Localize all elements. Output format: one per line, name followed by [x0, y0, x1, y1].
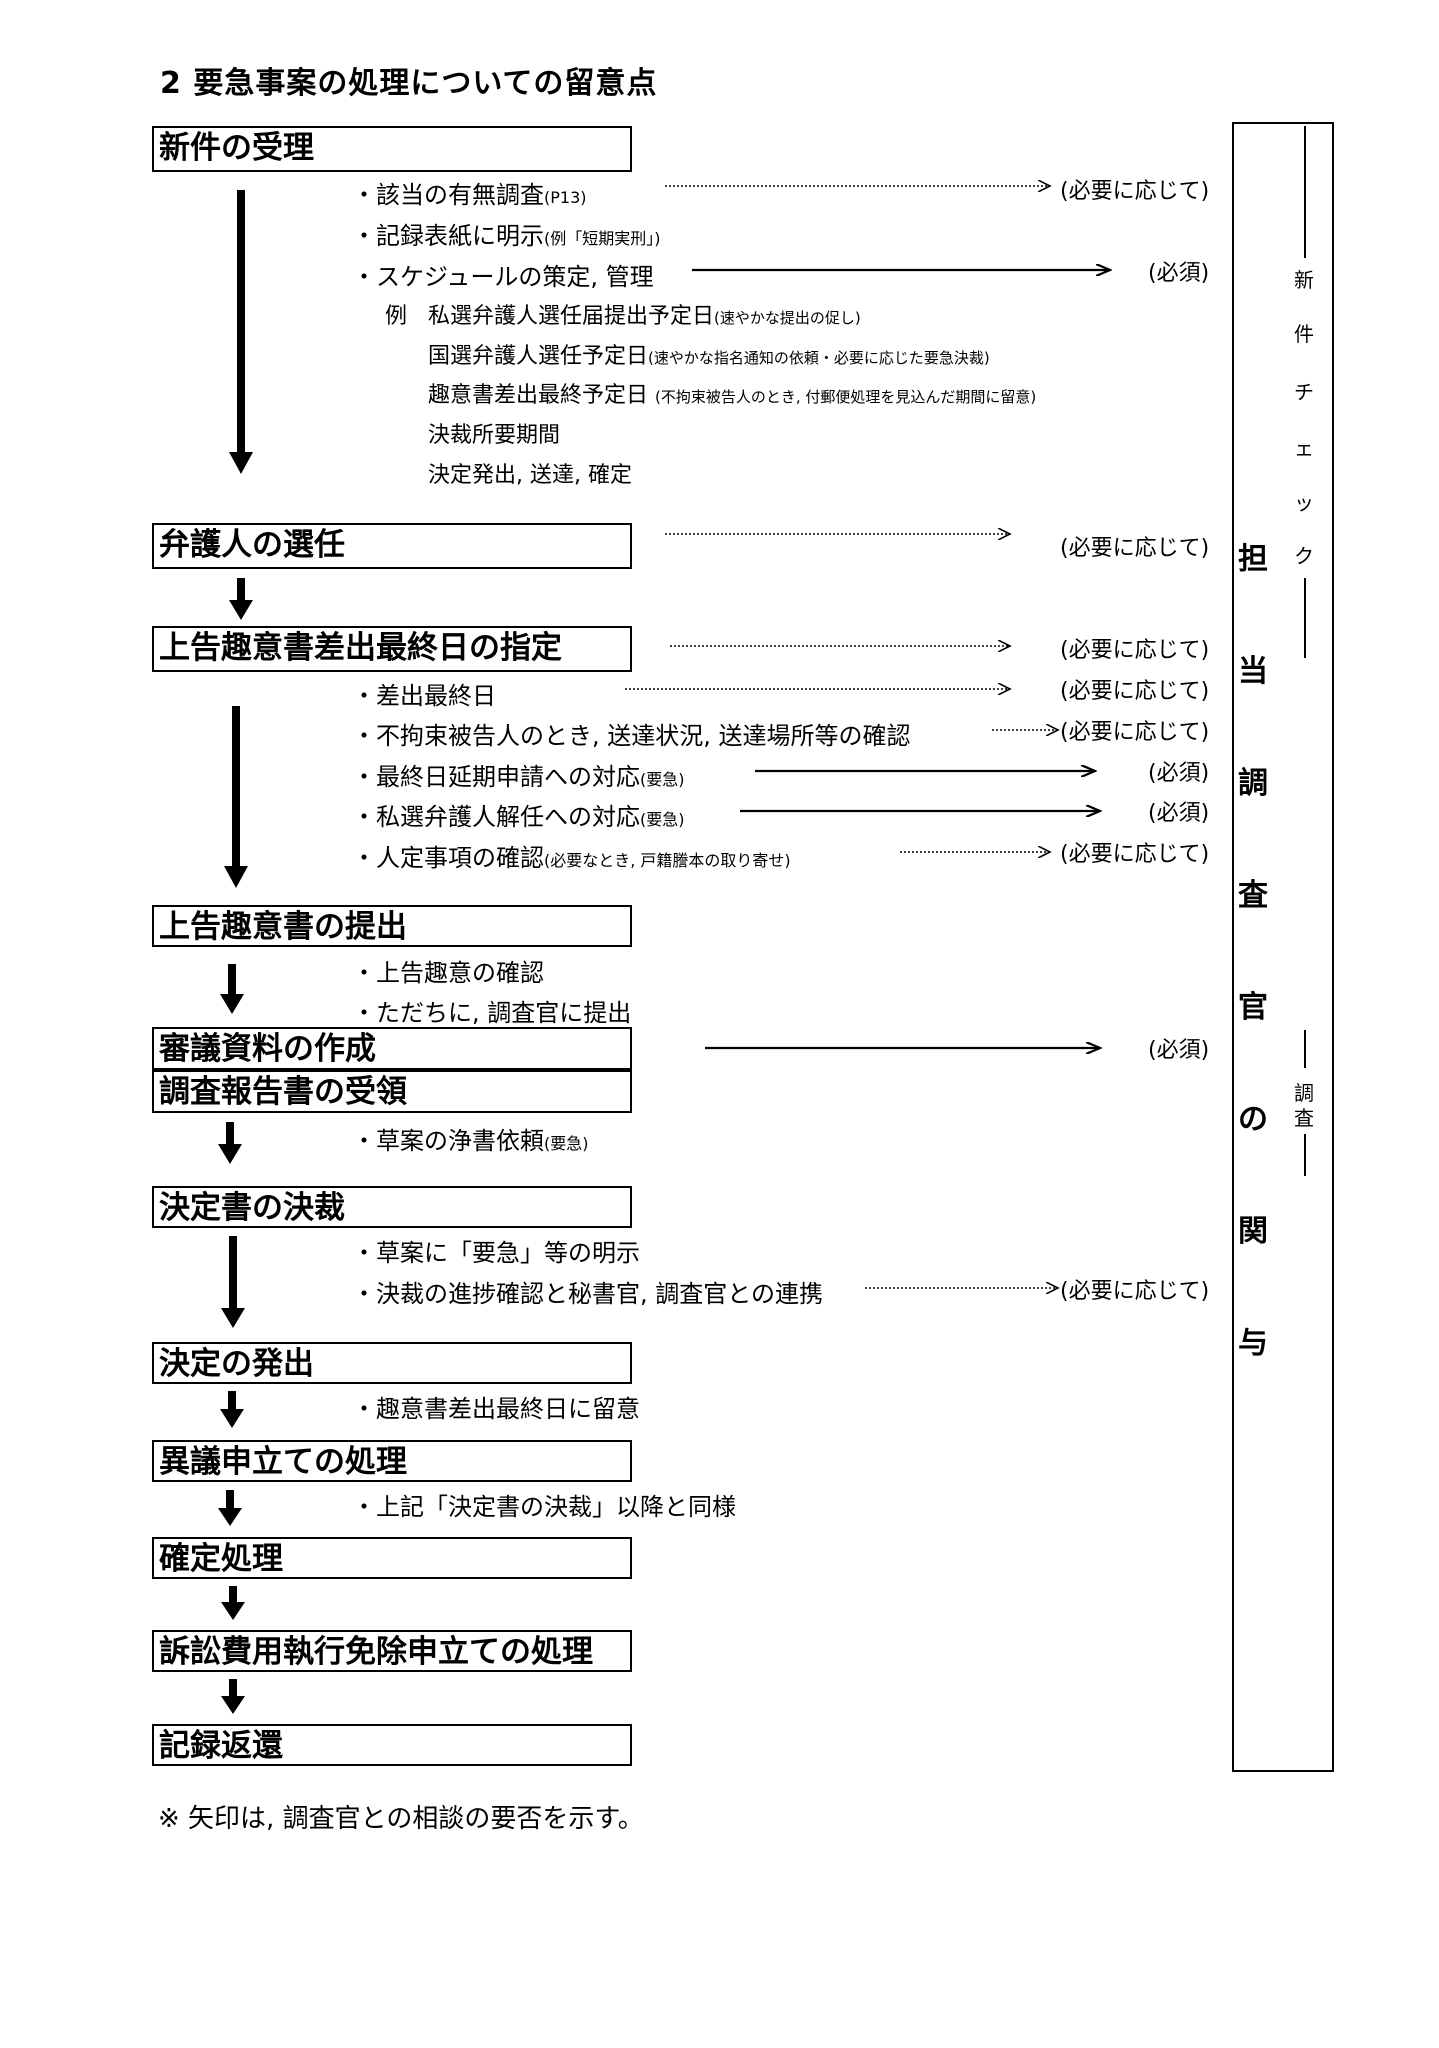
item-schedule-management: ・スケジュールの策定, 管理 — [352, 263, 654, 291]
note-as-needed-1: (必要に応じて) — [1060, 179, 1210, 204]
panel-main-char: 担 — [1238, 542, 1268, 577]
flow-arrowhead-9 — [221, 1602, 245, 1620]
step-objection-handling: 異議申立ての処理 — [152, 1440, 632, 1482]
flow-arrowhead-8 — [218, 1508, 242, 1526]
flow-arrowhead-7 — [220, 1409, 244, 1428]
flow-arrowhead-1 — [229, 452, 253, 474]
panel-main-char: 官 — [1238, 990, 1268, 1025]
panel-main-char: 与 — [1238, 1326, 1268, 1361]
panel-check-char: 新 — [1294, 268, 1314, 292]
flow-arrowhead-3 — [224, 866, 248, 888]
panel-check-char: ク — [1294, 544, 1314, 568]
item-urgent-marking: ・草案に「要急」等の明示 — [352, 1239, 640, 1267]
step-cost-exemption: 訴訟費用執行免除申立ての処理 — [152, 1630, 632, 1672]
item-brief-confirmation: ・上告趣意の確認 — [352, 959, 544, 987]
panel-survey-char: 調 — [1294, 1081, 1314, 1105]
examiner-involvement-panel — [1232, 122, 1334, 1772]
example-private-counsel: 私選弁護人選任届提出予定日(速やかな提出の促し) — [428, 304, 861, 329]
item-identity-check: ・人定事項の確認(必要なとき, 戸籍謄本の取り寄せ) — [352, 844, 791, 872]
item-deadline-attention: ・趣意書差出最終日に留意 — [352, 1395, 640, 1423]
step-brief-submission: 上告趣意書の提出 — [152, 905, 632, 947]
item-progress-coordination: ・決裁の進捗確認と秘書官, 調査官との連携 — [352, 1280, 824, 1308]
flow-arrowhead-6 — [221, 1308, 245, 1328]
panel-main-char: 当 — [1238, 654, 1268, 689]
example-label: 例 — [385, 304, 408, 329]
note-as-needed-3: (必要に応じて) — [1060, 638, 1210, 663]
item-counsel-dismissal: ・私選弁護人解任への対応(要急) — [352, 803, 685, 831]
step-finalization: 確定処理 — [152, 1537, 632, 1579]
item-service-status: ・不拘束被告人のとき, 送達状況, 送達場所等の確認 — [352, 722, 911, 750]
item-submit-to-examiner: ・ただちに, 調査官に提出 — [352, 999, 632, 1027]
step-deadline-designation: 上告趣意書差出最終日の指定 — [152, 626, 632, 672]
step-record-return: 記録返還 — [152, 1724, 632, 1766]
note-required-1: (必須) — [1148, 261, 1210, 286]
panel-main-char: 関 — [1238, 1214, 1268, 1249]
note-as-needed-6: (必要に応じて) — [1060, 842, 1210, 867]
item-submission-deadline: ・差出最終日 — [352, 682, 496, 710]
step-counsel-appointment: 弁護人の選任 — [152, 523, 632, 569]
flow-arrowhead-4 — [220, 994, 244, 1014]
panel-survey-char: 査 — [1294, 1106, 1314, 1130]
step-report-receipt: 調査報告書の受領 — [152, 1070, 632, 1113]
note-required-2: (必須) — [1148, 761, 1210, 786]
panel-check-char: 件 — [1294, 322, 1314, 346]
flow-arrowhead-2 — [229, 600, 253, 620]
panel-main-char: の — [1238, 1102, 1268, 1137]
panel-check-char: ッ — [1294, 491, 1314, 515]
panel-check-char: チ — [1294, 380, 1314, 404]
panel-main-char: 査 — [1238, 878, 1268, 913]
flow-arrowhead-5 — [218, 1144, 242, 1164]
note-as-needed-5: (必要に応じて) — [1060, 720, 1210, 745]
example-brief-deadline: 趣意書差出最終予定日 (不拘束被告人のとき, 付郵便処理を見込んだ期間に留意) — [428, 383, 1037, 408]
panel-main-char: 調 — [1238, 766, 1268, 801]
step-deliberation-materials: 審議資料の作成 — [152, 1027, 632, 1070]
example-issuance: 決定発出, 送達, 確定 — [428, 463, 632, 488]
step-decision-approval: 決定書の決裁 — [152, 1186, 632, 1228]
example-court-counsel: 国選弁護人選任予定日(速やかな指名通知の依頼・必要に応じた要急決裁) — [428, 344, 990, 369]
note-as-needed-2: (必要に応じて) — [1060, 536, 1210, 561]
step-decision-issuance: 決定の発出 — [152, 1342, 632, 1384]
item-same-as-above: ・上記「決定書の決裁」以降と同様 — [352, 1493, 736, 1521]
flow-arrowhead-10 — [221, 1696, 245, 1714]
note-as-needed-7: (必要に応じて) — [1060, 1279, 1210, 1304]
example-approval-period: 決裁所要期間 — [428, 423, 561, 448]
item-draft-clean-copy: ・草案の浄書依頼(要急) — [352, 1127, 589, 1155]
footnote: ※ 矢印は, 調査官との相談の要否を示す。 — [158, 1804, 644, 1834]
panel-check-char: ェ — [1294, 436, 1314, 460]
step-new-case: 新件の受理 — [152, 126, 632, 172]
page-title: 2 要急事案の処理についての留意点 — [160, 66, 658, 101]
item-extension-request: ・最終日延期申請への対応(要急) — [352, 763, 685, 791]
note-required-3: (必須) — [1148, 801, 1210, 826]
item-applicability-check: ・該当の有無調査(P13) — [352, 181, 587, 209]
note-required-4: (必須) — [1148, 1038, 1210, 1063]
note-as-needed-4: (必要に応じて) — [1060, 679, 1210, 704]
item-cover-marking: ・記録表紙に明示(例「短期実刑」) — [352, 222, 661, 250]
